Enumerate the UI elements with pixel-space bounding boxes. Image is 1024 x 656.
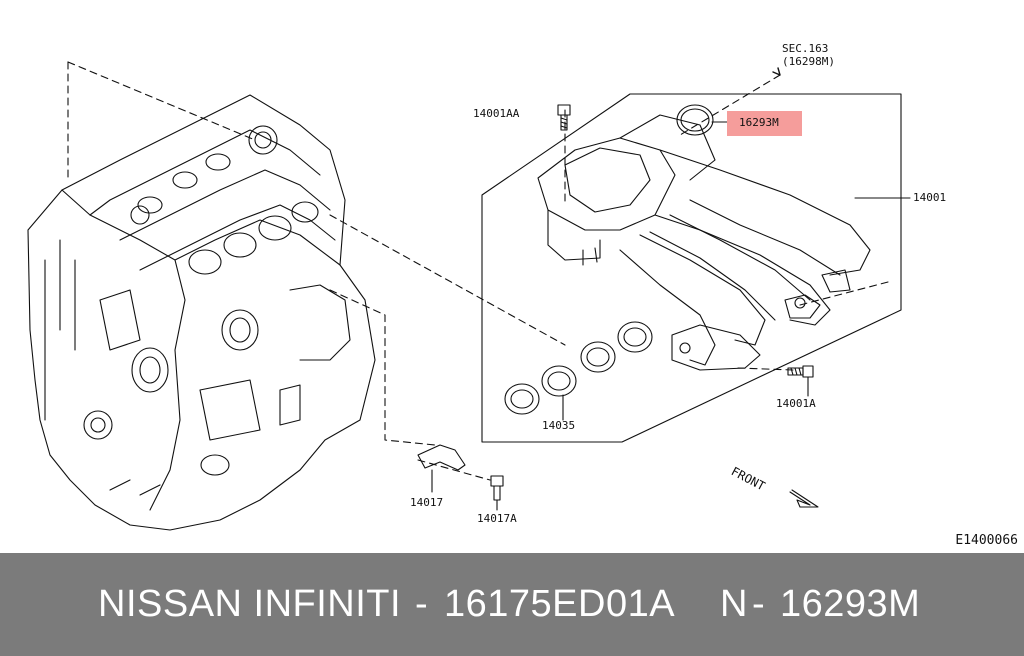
- footer-oem-code: 16293M: [780, 583, 921, 625]
- footer-separator-2: -: [752, 583, 766, 625]
- label-14001a: 14001A: [776, 397, 816, 410]
- bolt-14001a-illustration: [787, 365, 814, 378]
- footer-separator-1: -: [415, 583, 429, 625]
- footer-oem-prefix: N: [720, 583, 748, 625]
- intake-manifold-illustration: [537, 114, 871, 371]
- front-arrow-icon: [789, 489, 819, 508]
- diagram-drawing: [27, 61, 911, 531]
- label-14001: 14001: [913, 191, 947, 204]
- label-14001aa: 14001AA: [473, 107, 520, 120]
- bolt-14001aa-illustration: [557, 104, 571, 131]
- label-sec-ref: (16298M): [782, 55, 835, 68]
- label-14017a: 14017A: [477, 512, 517, 525]
- label-14035: 14035: [542, 419, 576, 432]
- manifold-group-frame: [481, 93, 902, 443]
- footer-part-number: 16175ED01A: [444, 583, 676, 625]
- bolt-14017a-illustration: [490, 475, 504, 501]
- o-ring-16293m: [676, 104, 714, 136]
- label-16293m: 16293M: [739, 116, 779, 129]
- diagram-ref-code: E1400066: [955, 533, 1018, 548]
- bracket-14017-illustration: [417, 444, 466, 493]
- label-14017: 14017: [410, 496, 444, 509]
- engine-block-illustration: [27, 94, 376, 531]
- label-sec: SEC.163: [782, 42, 829, 55]
- footer-brand: NISSAN INFINITI: [98, 583, 402, 625]
- footer-banner: NISSAN INFINITI - 16175ED01A N - 16293M: [0, 553, 1024, 656]
- parts-diagram: SEC.163 (16298M) 14001AA 16293M 14001 14…: [27, 42, 1018, 548]
- gasket-14035-illustration: [504, 321, 653, 421]
- highlight-box: [727, 111, 802, 136]
